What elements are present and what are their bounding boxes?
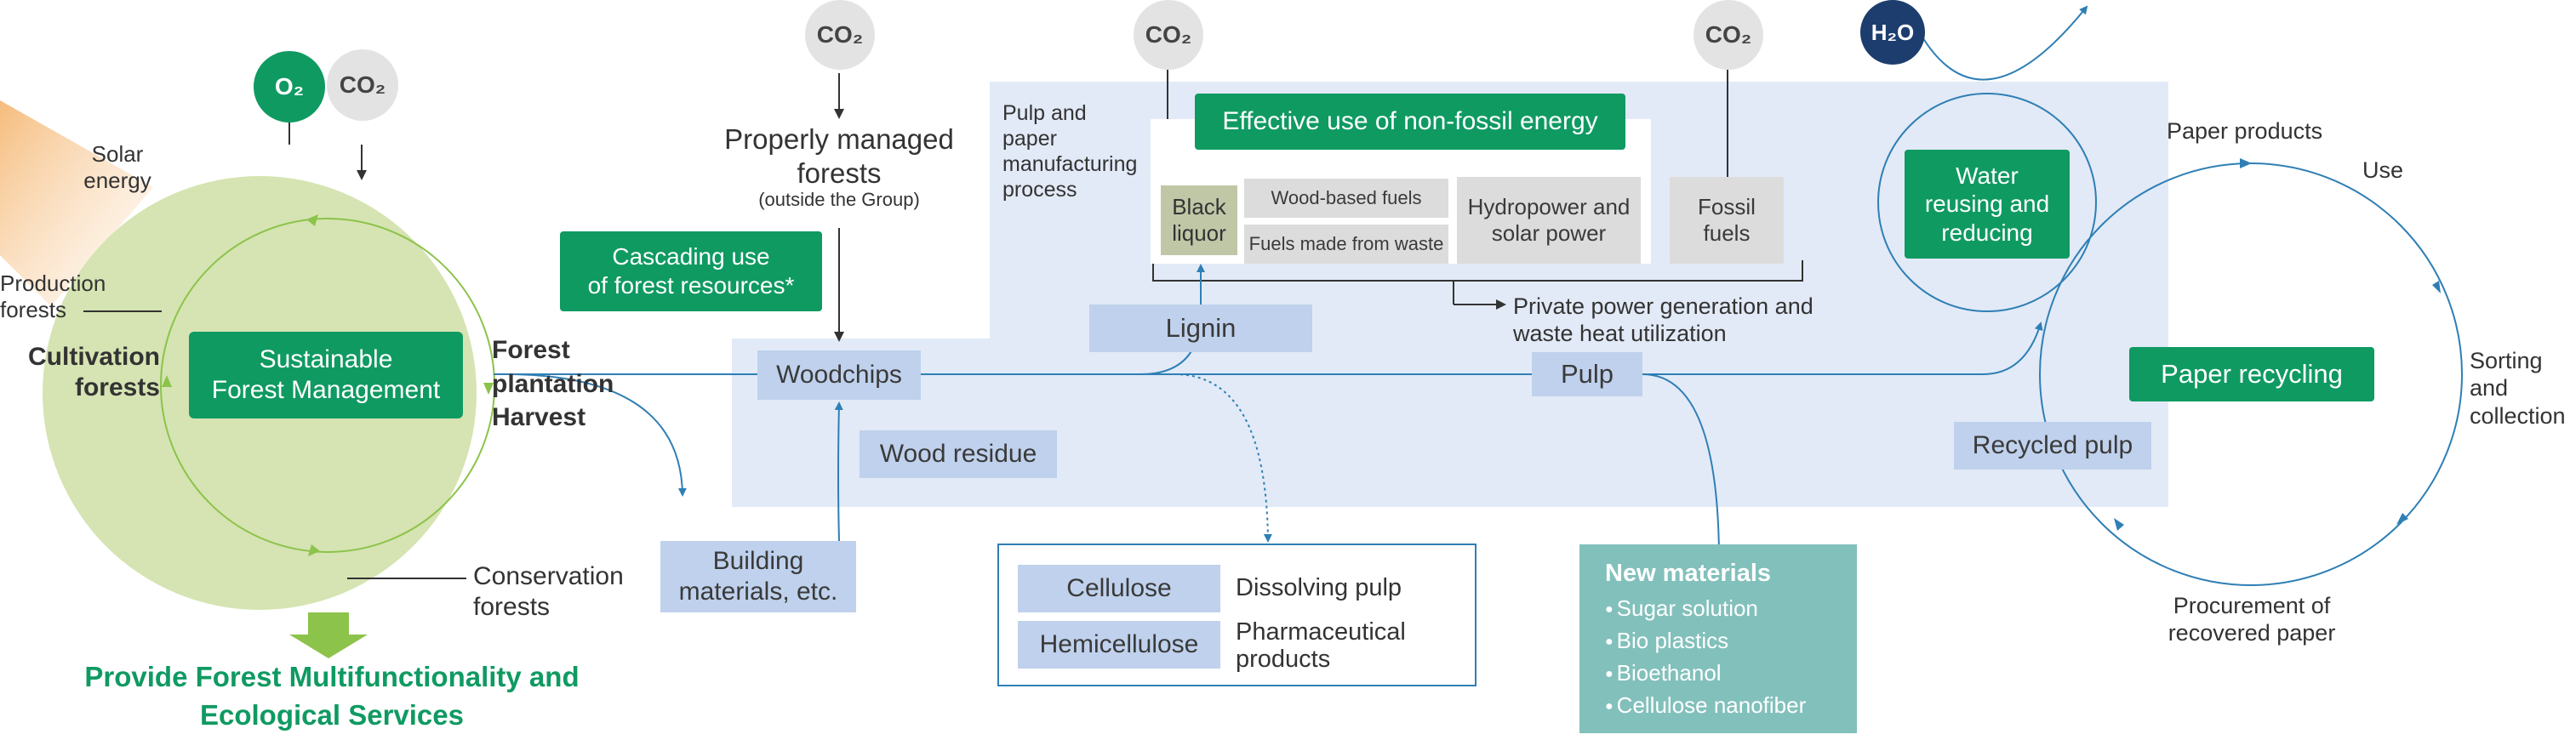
new-materials-item: Sugar solution bbox=[1605, 593, 1857, 625]
forest-plantation-harvest-label: Forest plantation Harvest bbox=[492, 336, 614, 432]
recycled-pulp-box: Recycled pulp bbox=[1954, 422, 2151, 470]
co2-bubble-managed: CO₂ bbox=[805, 0, 875, 70]
hydropower-solar-box: Hydropower and solar power bbox=[1457, 177, 1641, 264]
paper-recycling-box: Paper recycling bbox=[2129, 347, 2374, 401]
hemicellulose-label: Hemicellulose bbox=[1018, 621, 1220, 669]
production-forests-label: Production forests bbox=[0, 270, 106, 323]
sorting-label: Sorting and collection bbox=[2470, 348, 2566, 429]
co2-bubble-forest: CO₂ bbox=[327, 49, 398, 121]
solar-energy-label: Solar energy bbox=[83, 141, 151, 194]
conservation-forests-label: Conservation forests bbox=[473, 562, 624, 621]
new-materials-item: Cellulose nanofiber bbox=[1605, 690, 1857, 722]
use-label: Use bbox=[2362, 157, 2404, 183]
wood-based-fuels-box: Wood-based fuels bbox=[1244, 179, 1448, 218]
co2-bubble-mill: CO₂ bbox=[1134, 0, 1203, 70]
process-label: Pulp and paper manufacturing process bbox=[1002, 101, 1138, 202]
effective-energy-box: Effective use of non-fossil energy bbox=[1195, 94, 1625, 150]
sustainable-forest-management-box: Sustainable Forest Management bbox=[189, 332, 463, 418]
hemicellulose-desc: Pharmaceutical products bbox=[1236, 618, 1406, 673]
woodchips-box: Woodchips bbox=[757, 350, 921, 400]
black-liquor-box: Black liquor bbox=[1161, 185, 1237, 255]
cascading-use-box: Cascading use of forest resources* bbox=[560, 231, 822, 311]
building-materials-box: Building materials, etc. bbox=[660, 541, 856, 612]
new-materials-item: Bio plastics bbox=[1605, 625, 1857, 657]
o2-bubble: O₂ bbox=[254, 51, 325, 122]
co2-bubble-fossil: CO₂ bbox=[1694, 0, 1763, 70]
new-materials-title: New materials bbox=[1605, 560, 1772, 587]
wood-residue-box: Wood residue bbox=[860, 430, 1057, 478]
fuels-from-waste-box: Fuels made from waste bbox=[1244, 225, 1448, 264]
cellulose-desc: Dissolving pulp bbox=[1236, 574, 1402, 601]
mill-panel bbox=[732, 82, 2168, 507]
solar-wedge bbox=[0, 100, 153, 306]
outside-group-label: (outside the Group) bbox=[758, 189, 920, 210]
paper-products-label: Paper products bbox=[2167, 118, 2323, 144]
properly-managed-forests-label: Properly managed forests bbox=[724, 123, 954, 189]
new-materials-box: New materials Sugar solution Bio plastic… bbox=[1579, 544, 1857, 733]
provide-services-label: Provide Forest Multifunctionality and Ec… bbox=[84, 661, 580, 731]
new-materials-item: Bioethanol bbox=[1605, 657, 1857, 690]
cultivation-forests-label: Cultivation forests bbox=[28, 343, 160, 401]
lignin-box: Lignin bbox=[1089, 305, 1312, 352]
water-reusing-box: Water reusing and reducing bbox=[1905, 150, 2070, 259]
forest-cycle-ring bbox=[160, 218, 495, 553]
cellulose-label: Cellulose bbox=[1018, 565, 1220, 612]
private-power-label: Private power generation and waste heat … bbox=[1513, 293, 1813, 347]
down-arrow-icon bbox=[289, 612, 368, 658]
procurement-label: Procurement of recovered paper bbox=[2168, 593, 2336, 646]
pulp-box: Pulp bbox=[1532, 352, 1642, 396]
fossil-fuels-box: Fossil fuels bbox=[1670, 177, 1784, 264]
water-circle bbox=[1877, 93, 2097, 312]
h2o-bubble: H₂O bbox=[1860, 0, 1925, 65]
